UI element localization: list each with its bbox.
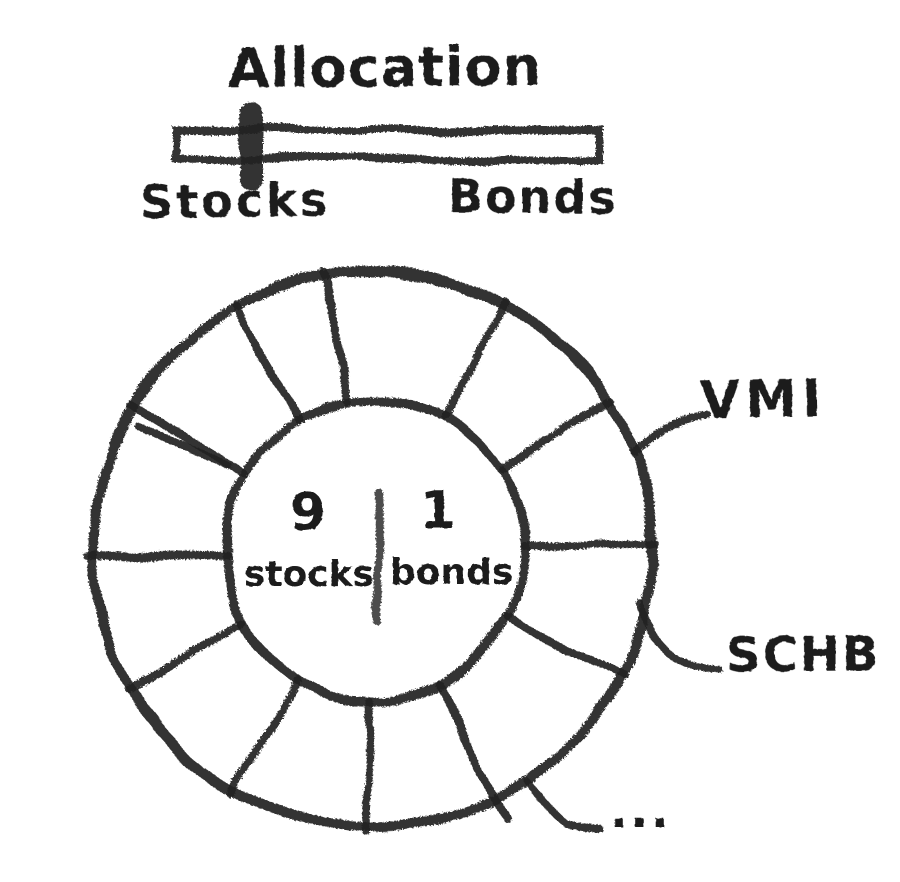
page-title: Allocation	[227, 34, 543, 101]
callout-schb-label: SCHB	[725, 626, 881, 684]
donut-segment-divider	[520, 540, 659, 551]
donut-segment-divider	[320, 267, 352, 406]
callout-more-label: ...	[610, 784, 672, 838]
donut-outer-ring	[89, 265, 657, 833]
leader-line-schb	[637, 599, 726, 672]
donut-segment-divider	[125, 621, 248, 694]
donut-segment-divider	[228, 676, 303, 797]
slider-track[interactable]	[172, 126, 604, 163]
donut-segment-divider	[441, 296, 509, 421]
leader-line-vmi	[630, 413, 707, 459]
center-bonds-value: 1	[419, 481, 457, 541]
donut-segment-divider	[436, 681, 509, 823]
callout-vmi-label: VMI	[699, 368, 827, 432]
center-stocks-value: 9	[289, 483, 327, 543]
slider-left-label: Stocks	[139, 172, 331, 230]
donut-center-divider	[374, 488, 383, 626]
donut-segment-divider	[228, 301, 303, 424]
donut-segment-divider	[504, 614, 628, 681]
donut-segment-divider-double-stroke	[132, 424, 230, 470]
donut-segment-divider	[364, 696, 375, 838]
slider-right-label: Bonds	[447, 169, 619, 225]
donut-segment-divider	[84, 549, 228, 560]
donut-segment-divider	[498, 396, 616, 474]
center-stocks-label: stocks	[243, 554, 374, 595]
leader-line-more	[523, 778, 603, 833]
center-bonds-label: bonds	[390, 552, 514, 593]
donut-inner-ring	[219, 395, 529, 705]
